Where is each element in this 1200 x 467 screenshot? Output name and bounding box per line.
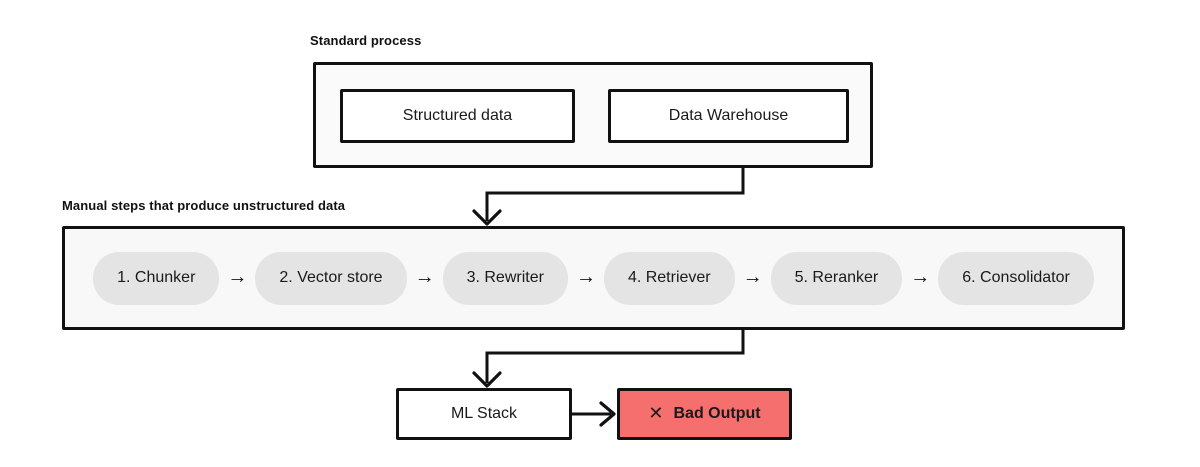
arrowhead-down-icon: [472, 371, 502, 388]
connector-top-to-pipeline: [485, 167, 745, 221]
pipeline-step-vector-store: 2. Vector store: [255, 251, 407, 305]
pipeline-step-rewriter: 3. Rewriter: [442, 251, 568, 305]
node-label: Structured data: [402, 107, 513, 124]
arrow-right-icon: →: [575, 266, 596, 288]
arrowhead-down-icon: [472, 209, 502, 226]
node-label: Bad Output: [673, 405, 761, 422]
manual-steps-label: Manual steps that produce unstructured d…: [62, 198, 346, 213]
pipeline-step-consolidator: 6. Consolidator: [938, 251, 1094, 305]
node-structured-data: Structured data: [340, 89, 575, 143]
x-mark-icon: ✕: [648, 403, 664, 423]
pipeline-step-chunker: 1. Chunker: [93, 251, 220, 305]
node-data-warehouse: Data Warehouse: [608, 89, 849, 143]
arrow-right-icon: →: [414, 266, 435, 288]
arrowhead-right-icon: [599, 401, 616, 427]
node-label: ML Stack: [450, 405, 518, 422]
connector-pipeline-to-mlstack: [485, 329, 745, 383]
arrow-right-icon: →: [227, 266, 248, 288]
standard-process-label: Standard process: [310, 33, 422, 48]
pipeline-container: 1. Chunker → 2. Vector store → 3. Rewrit…: [62, 226, 1125, 330]
node-bad-output: ✕ Bad Output: [617, 388, 792, 440]
node-ml-stack: ML Stack: [396, 388, 572, 440]
arrow-right-icon: →: [910, 266, 931, 288]
pipeline-step-reranker: 5. Reranker: [770, 251, 903, 305]
pipeline-step-retriever: 4. Retriever: [603, 251, 735, 305]
node-label: Data Warehouse: [668, 107, 789, 124]
arrow-right-icon: →: [742, 266, 763, 288]
